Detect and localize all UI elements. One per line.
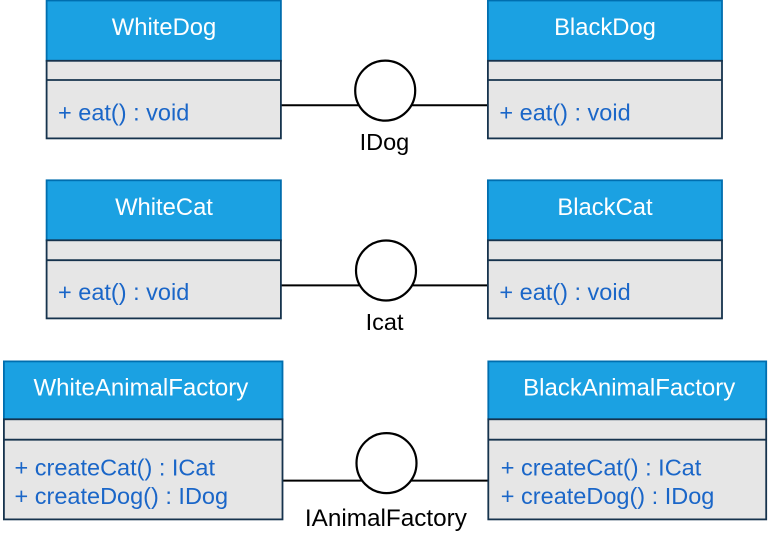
svg-text:+ eat() : void: + eat() : void xyxy=(499,99,630,125)
svg-text:WhiteDog: WhiteDog xyxy=(112,14,216,41)
svg-text:+ createDog() : IDog: + createDog() : IDog xyxy=(501,483,715,509)
svg-text:+ eat() : void: + eat() : void xyxy=(499,279,630,305)
svg-text:+ eat() : void: + eat() : void xyxy=(58,279,189,305)
svg-text:IDog: IDog xyxy=(360,129,410,155)
svg-text:+ createCat() : ICat: + createCat() : ICat xyxy=(501,454,702,480)
svg-text:+ createDog() : IDog: + createDog() : IDog xyxy=(15,483,229,509)
svg-text:BlackAnimalFactory: BlackAnimalFactory xyxy=(523,374,735,401)
svg-text:IAnimalFactory: IAnimalFactory xyxy=(305,505,468,532)
svg-text:BlackCat: BlackCat xyxy=(557,194,653,221)
svg-text:+ eat() : void: + eat() : void xyxy=(58,99,189,125)
svg-text:BlackDog: BlackDog xyxy=(554,14,656,41)
svg-text:Icat: Icat xyxy=(366,309,404,335)
svg-text:WhiteAnimalFactory: WhiteAnimalFactory xyxy=(34,374,249,401)
svg-text:+ createCat() : ICat: + createCat() : ICat xyxy=(15,454,216,480)
svg-text:WhiteCat: WhiteCat xyxy=(115,194,213,221)
